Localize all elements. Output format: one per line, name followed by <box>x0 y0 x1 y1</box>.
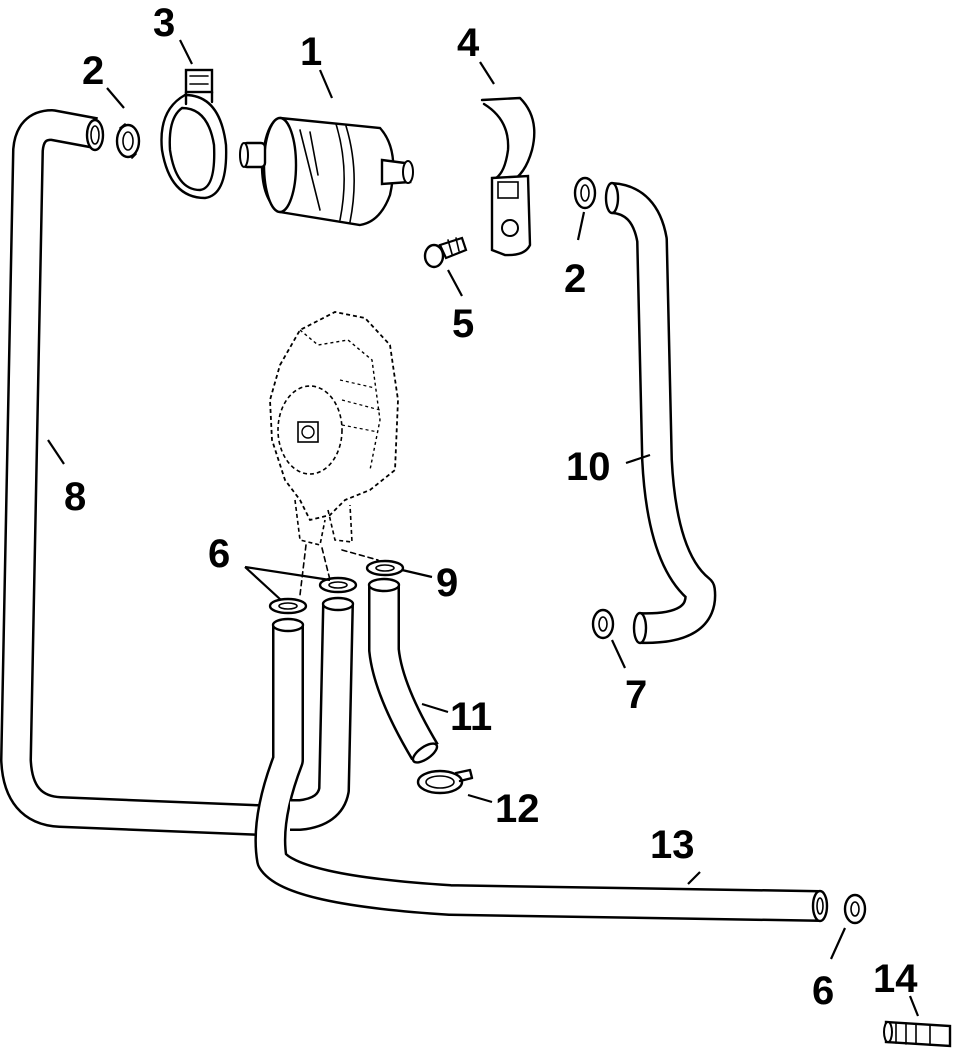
callout-6-right: 6 <box>812 969 834 1013</box>
hose-10 <box>604 181 717 645</box>
callout-13: 13 <box>650 823 695 867</box>
callout-5: 5 <box>452 302 474 346</box>
callout-14: 14 <box>873 957 918 1001</box>
leader-lines <box>47 39 920 1017</box>
callout-12: 12 <box>495 787 540 831</box>
callout-9: 9 <box>436 561 458 605</box>
hose-middle <box>284 596 355 831</box>
screw-5 <box>423 236 468 269</box>
clamp-2-left <box>115 123 141 159</box>
callout-2-right: 2 <box>564 257 586 301</box>
assembly-guide-lines <box>299 544 379 596</box>
callout-8: 8 <box>64 475 86 519</box>
fuel-filter-1 <box>239 116 414 227</box>
clamp-7 <box>591 608 615 640</box>
callout-4: 4 <box>457 21 480 65</box>
hose-8 <box>0 109 259 836</box>
strap-clamp-3 <box>160 68 228 200</box>
clamp-6-a <box>268 597 308 615</box>
callout-10: 10 <box>566 445 611 489</box>
fuel-pump <box>269 311 399 546</box>
callout-11: 11 <box>450 695 492 739</box>
hose-13 <box>254 617 829 923</box>
callout-3: 3 <box>153 1 175 45</box>
clamp-12 <box>416 768 474 795</box>
bracket-4 <box>480 96 536 257</box>
callout-7: 7 <box>625 673 647 717</box>
clamp-9 <box>365 559 405 577</box>
callout-6-pair: 6 <box>208 532 230 576</box>
callout-2-left: 2 <box>82 49 104 93</box>
clamp-6-right <box>843 893 867 925</box>
clamp-6-b <box>318 576 358 594</box>
callout-1: 1 <box>300 30 322 74</box>
fitting-14 <box>883 1020 952 1048</box>
clamp-2-right <box>573 176 597 210</box>
hose-11 <box>367 577 439 764</box>
